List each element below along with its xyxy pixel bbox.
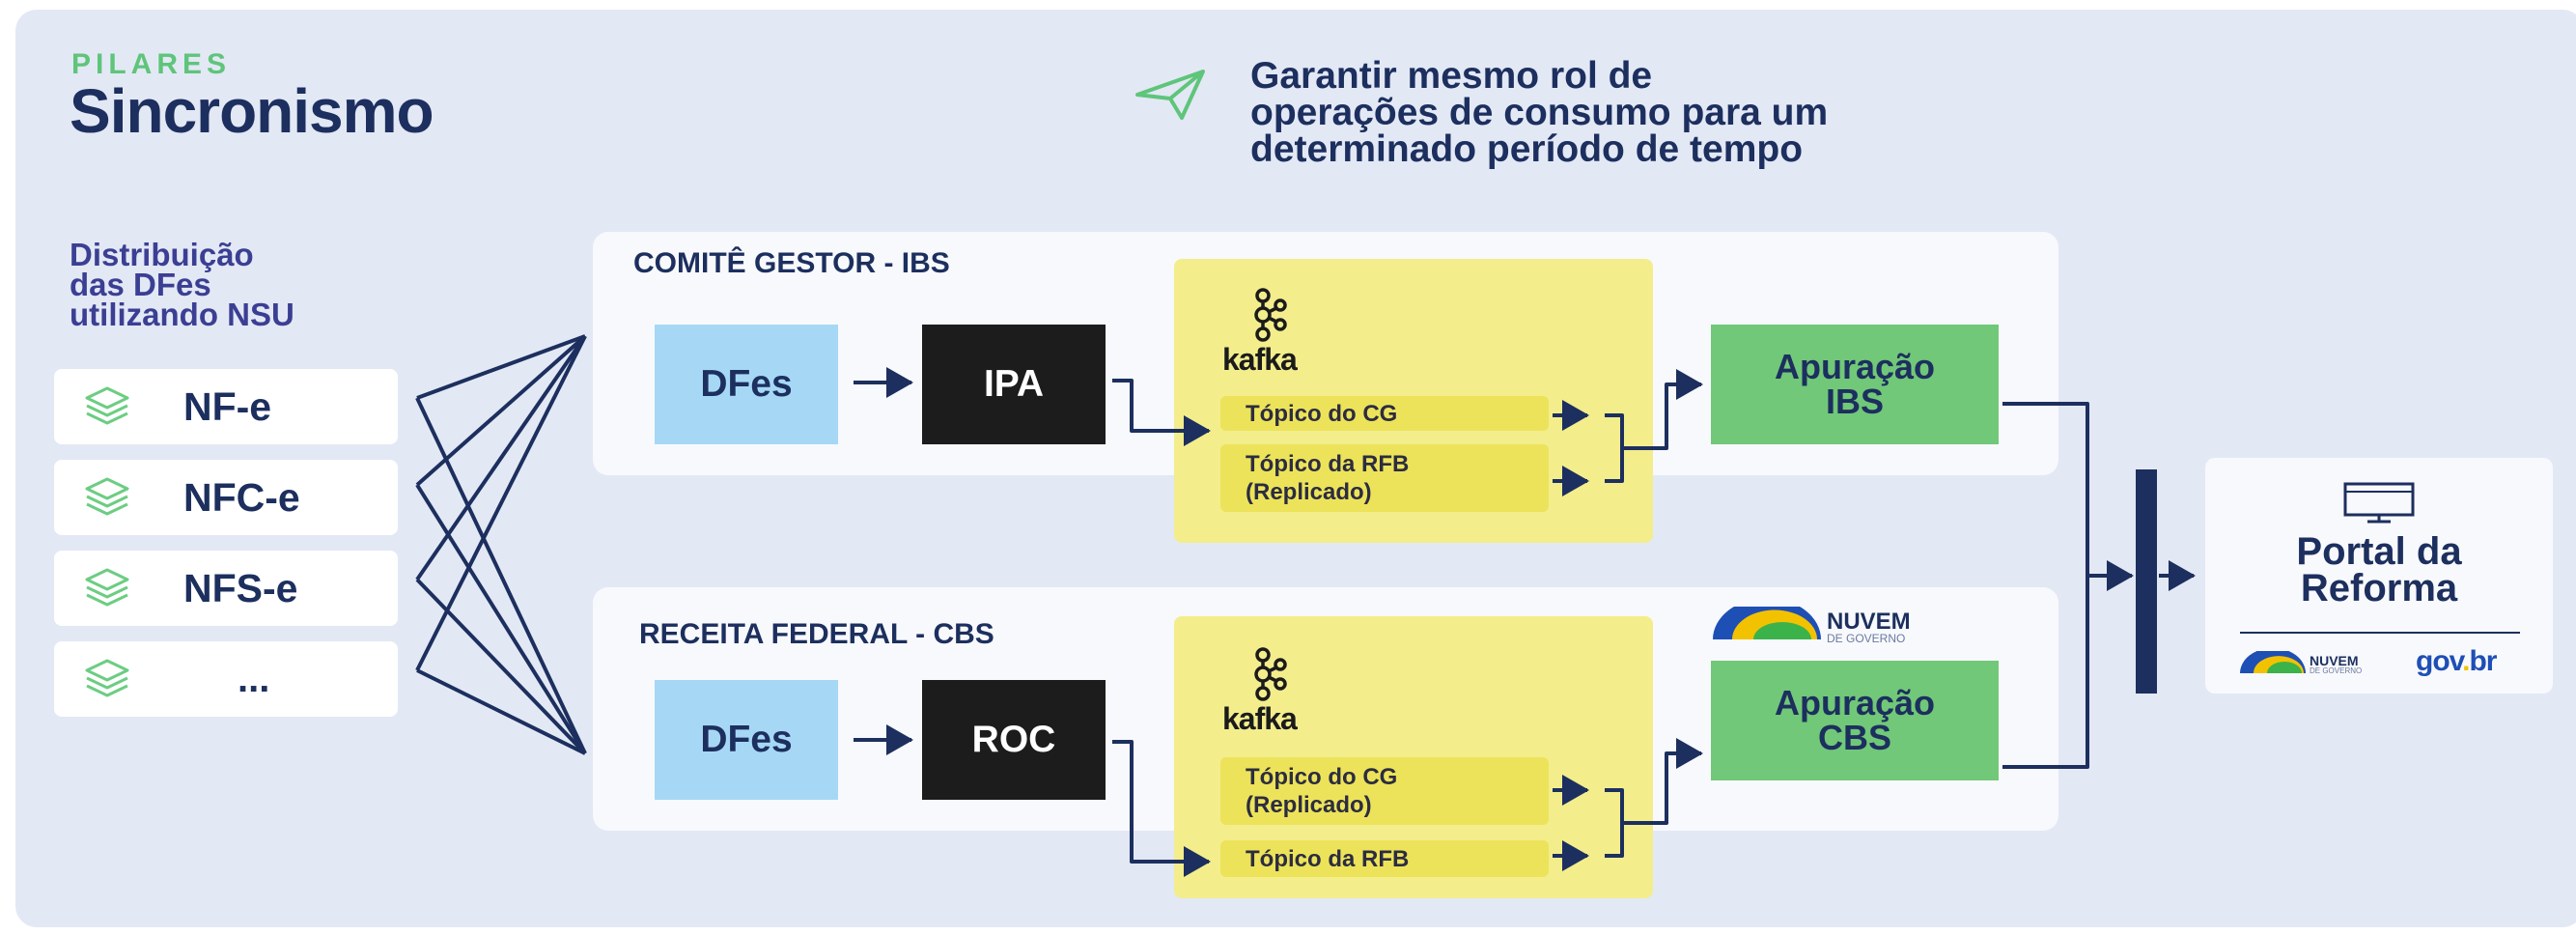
topic-line: Tópico do CG xyxy=(1246,764,1398,790)
cbs-dfes-box: DFes xyxy=(655,680,838,800)
doc-item-label: NFS-e xyxy=(183,566,298,610)
roc-box: ROC xyxy=(922,680,1106,800)
govbr-logo-text: gov.br xyxy=(2416,645,2497,677)
cbs-kafka-logo: kafka xyxy=(1222,647,1319,736)
topic-line: Tópico do CG xyxy=(1246,400,1398,427)
monitor-icon xyxy=(2343,482,2415,524)
topic-line: Tópico da RFB xyxy=(1246,845,1410,872)
doc-item-nfce: NFC-e xyxy=(54,460,398,535)
portal-title-line: Portal da xyxy=(2296,530,2462,573)
merge-ibs-to-apuracao xyxy=(1605,384,1701,483)
arrow-ipa-topic xyxy=(1112,379,1211,446)
portal-nuvem-word: NUVEM xyxy=(2310,653,2359,668)
layers-icon xyxy=(85,386,129,425)
merge-cbs-to-apuracao xyxy=(1605,753,1701,858)
cbs-topic-cg: Tópico do CG (Replicado) xyxy=(1220,757,1549,825)
nuvem-governo-logo xyxy=(1713,607,1821,639)
distribution-title-line: utilizando NSU xyxy=(70,297,294,332)
kafka-icon xyxy=(1254,288,1287,342)
doc-item-nfe: NF-e xyxy=(54,369,398,444)
layers-icon xyxy=(85,477,129,516)
govbr-logo-part: gov xyxy=(2416,645,2463,677)
apuracao-line: IBS xyxy=(1825,382,1884,421)
arrow-cbs-to-bar xyxy=(2002,576,2089,769)
cbs-topic-rfb: Tópico da RFB xyxy=(1220,840,1549,877)
sync-bar xyxy=(2136,469,2157,694)
portal-divider xyxy=(2240,632,2520,634)
cbs-section-title: RECEITA FEDERAL - CBS xyxy=(639,618,994,650)
kafka-label: kafka xyxy=(1222,701,1298,736)
layers-icon xyxy=(85,568,129,607)
doc-item-nfse: NFS-e xyxy=(54,551,398,626)
govbr-logo-part: . xyxy=(2462,645,2470,677)
portal-nuvem-sub: DE GOVERNO xyxy=(2310,666,2363,675)
ibs-topic-cg: Tópico do CG xyxy=(1220,396,1549,431)
apuracao-cbs-box: Apuração CBS xyxy=(1711,661,1999,780)
ipa-box: IPA xyxy=(922,325,1106,444)
apuracao-ibs-box: Apuração IBS xyxy=(1711,325,1999,444)
ibs-topic-rfb: Tópico da RFB (Replicado) xyxy=(1220,444,1549,512)
govbr-logo: gov.br xyxy=(2416,645,2497,678)
doc-item-label: ... xyxy=(238,658,270,700)
distribution-title: Distribuição das DFes utilizando NSU xyxy=(70,237,398,332)
topic-line: (Replicado) xyxy=(1246,792,1372,818)
distribution-title-line: Distribuição xyxy=(70,237,254,272)
kafka-icon xyxy=(1254,647,1287,701)
apuracao-line: Apuração xyxy=(1774,347,1936,386)
eyebrow-label: PILARES xyxy=(71,48,232,80)
goal-text: Garantir mesmo rol de operações de consu… xyxy=(1250,55,2119,170)
portal-card: Portal da Reforma NUVEM DE GOVERNO gov.b… xyxy=(2205,458,2553,694)
layers-icon xyxy=(85,659,129,697)
send-icon xyxy=(1135,70,1205,120)
ibs-section-title: COMITÊ GESTOR - IBS xyxy=(633,247,950,279)
topic-line: Tópico da RFB xyxy=(1246,451,1410,477)
ibs-dfes-box: DFes xyxy=(655,325,838,444)
doc-item-label: NF-e xyxy=(183,384,272,429)
arrow-ibs-to-bar xyxy=(2002,402,2134,591)
fanout-lines xyxy=(415,334,587,755)
topic-line: (Replicado) xyxy=(1246,479,1372,505)
page-title: Sincronismo xyxy=(70,76,434,146)
ibs-kafka-logo: kafka xyxy=(1222,288,1319,377)
nuvem-logo-word: NUVEM xyxy=(1827,609,1911,635)
goal-line: determinado período de tempo xyxy=(1250,128,1804,170)
govbr-logo-part: br xyxy=(2469,645,2497,677)
goal-line: Garantir mesmo rol de xyxy=(1250,55,1653,97)
portal-title-line: Reforma xyxy=(2300,567,2458,609)
nuvem-governo-logo-small xyxy=(2240,651,2306,673)
portal-title: Portal da Reforma xyxy=(2205,530,2553,609)
doc-item-label: NFC-e xyxy=(183,475,300,520)
arrow-roc-topic xyxy=(1112,740,1211,877)
nuvem-logo-sub: DE GOVERNO xyxy=(1827,632,1906,645)
apuracao-line: Apuração xyxy=(1774,683,1936,722)
kafka-label: kafka xyxy=(1222,342,1298,377)
apuracao-line: CBS xyxy=(1817,718,1891,757)
distribution-title-line: das DFes xyxy=(70,267,211,302)
goal-line: operações de consumo para um xyxy=(1250,92,1829,133)
doc-item-more: ... xyxy=(54,641,398,717)
